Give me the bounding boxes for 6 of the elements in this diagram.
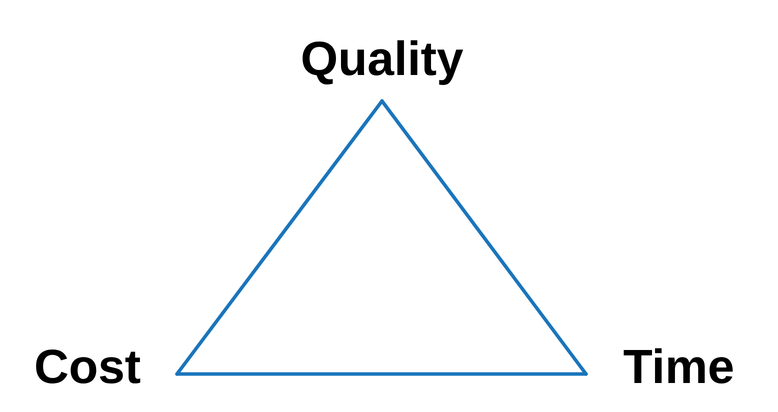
corner-label: Quality — [302, 40, 464, 85]
corner-label: Cost — [36, 350, 140, 384]
triangle-side — [175, 372, 588, 376]
triangle-side — [175, 99, 384, 376]
corner-label: Time — [624, 348, 733, 384]
triangle-side — [380, 99, 588, 376]
